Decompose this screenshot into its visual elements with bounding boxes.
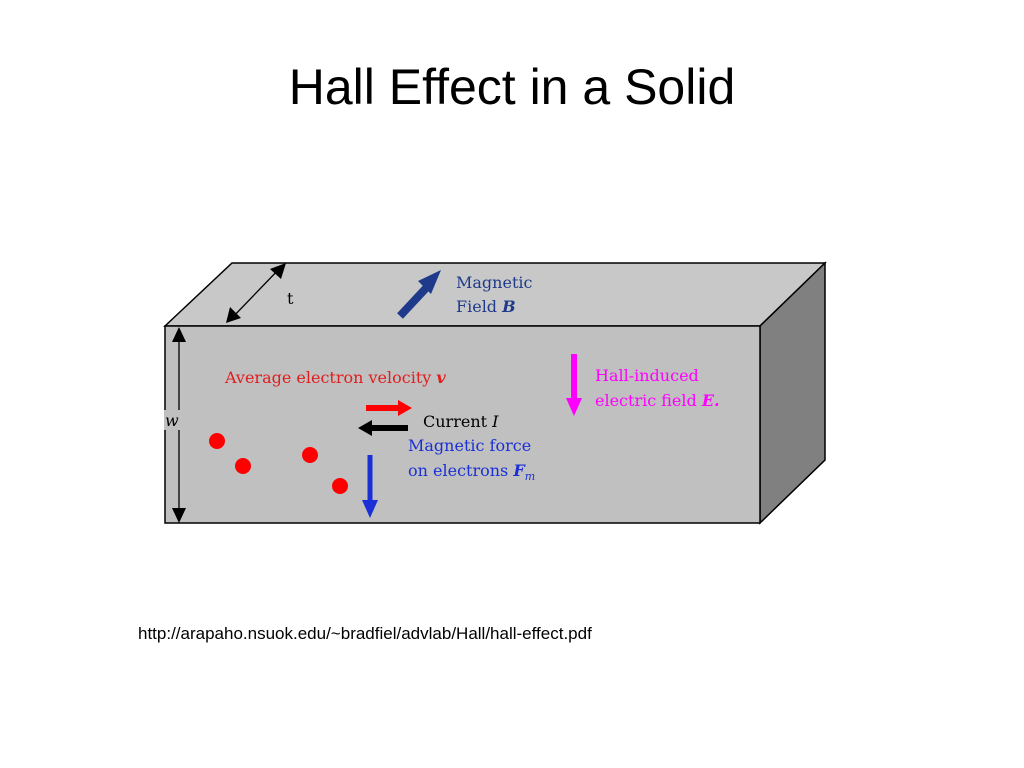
current-arrowhead bbox=[358, 420, 372, 436]
velocity-arrowhead bbox=[398, 400, 412, 416]
magnetic-force-label-line2: on electrons Fm bbox=[408, 461, 535, 483]
width-arrowhead-top bbox=[172, 327, 186, 342]
electron bbox=[302, 447, 318, 463]
thickness-label: t bbox=[287, 289, 294, 308]
electron bbox=[332, 478, 348, 494]
block-front-face bbox=[164, 325, 761, 524]
thickness-arrowhead-bottom bbox=[226, 307, 241, 323]
magnetic-field-label-line2: Field B bbox=[456, 297, 516, 316]
hall-field-label-line1: Hall-induced bbox=[595, 366, 699, 385]
magnetic-force-arrowhead bbox=[362, 500, 378, 518]
magnetic-force-label-line1: Magnetic force bbox=[408, 436, 531, 455]
slide-title: Hall Effect in a Solid bbox=[288, 59, 736, 115]
hall-field-label-line2: electric field E. bbox=[595, 391, 720, 410]
magnetic-field-arrow-shaft bbox=[397, 283, 431, 319]
current-label: Current I bbox=[423, 412, 499, 431]
magnetic-field-arrowhead bbox=[418, 270, 441, 294]
magnetic-field-label-line1: Magnetic bbox=[456, 273, 532, 292]
average-velocity-label: Average electron velocity v bbox=[224, 368, 446, 387]
electron bbox=[209, 433, 225, 449]
width-arrowhead-bottom bbox=[172, 508, 186, 523]
thickness-arrowhead-top bbox=[270, 263, 286, 279]
width-label-background bbox=[164, 410, 182, 430]
thickness-dimension-arrow bbox=[229, 265, 283, 321]
width-label: w bbox=[165, 411, 179, 430]
hall-field-arrowhead bbox=[566, 398, 582, 416]
electron bbox=[235, 458, 251, 474]
source-url: http://arapaho.nsuok.edu/~bradfiel/advla… bbox=[138, 624, 592, 643]
